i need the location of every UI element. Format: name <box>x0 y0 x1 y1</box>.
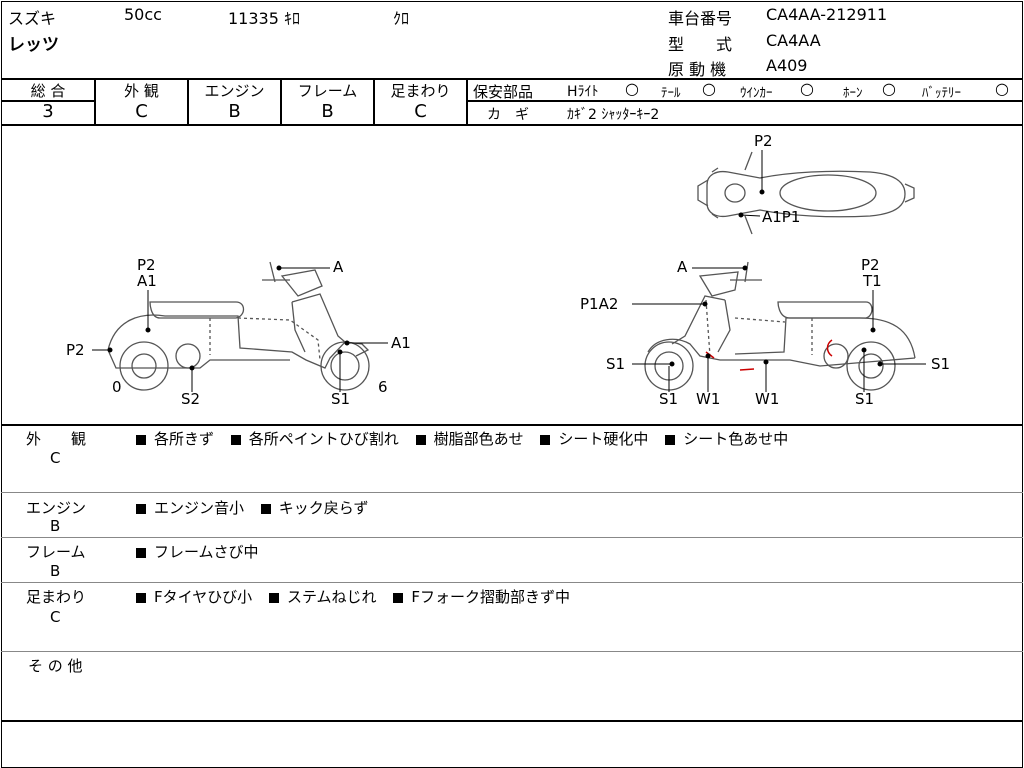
divider <box>466 100 1022 102</box>
frame-no-label: 車台番号 <box>668 9 733 28</box>
list-item: 各所きず <box>136 430 214 448</box>
diagram-label-right-p1a2: P1A2 <box>580 295 619 313</box>
remarks-suspension-grade: C <box>50 608 61 626</box>
divider <box>1 651 1023 652</box>
safety-parts-label: 保安部品 <box>473 83 534 101</box>
scooter-top-view <box>697 151 915 235</box>
safety-headlight-ok-icon: ○ <box>625 79 639 98</box>
safety-horn-ok-icon: ○ <box>882 79 896 98</box>
key-value: ｶｷﾞ2 ｼｬｯﾀｰｷｰ2 <box>567 107 660 123</box>
color: ｸﾛ <box>393 9 410 28</box>
list-item: シート硬化中 <box>540 430 648 448</box>
list-item: キック戻らず <box>260 499 369 517</box>
diagram-label-left-6: 6 <box>378 378 388 396</box>
divider <box>1 100 95 102</box>
engine-grade-label: エンジン <box>204 82 265 100</box>
type-label: 型 式 <box>668 35 733 54</box>
divider <box>94 78 96 125</box>
diagram-label-top-p2: P2 <box>754 132 773 150</box>
engine-model-value: A409 <box>766 56 808 75</box>
safety-horn-label: ﾎｰﾝ <box>843 86 863 101</box>
suspension-grade-label: 足まわり <box>390 82 451 100</box>
safety-tail-ok-icon: ○ <box>702 79 716 98</box>
divider <box>1 424 1023 426</box>
diagram-label-left-s1: S1 <box>331 390 351 408</box>
diagram-label-right-w1-front: W1 <box>696 390 721 408</box>
safety-headlight-label: Hﾗｲﾄ <box>567 84 599 100</box>
displacement: 50cc <box>124 5 162 24</box>
list-item: フレームさび中 <box>136 543 259 561</box>
diagram-label-left-p2: P2 <box>137 256 156 274</box>
exterior-grade-label: 外 観 <box>124 82 159 100</box>
total-grade: 3 <box>42 101 54 122</box>
list-item: シート色あせ中 <box>665 430 788 448</box>
diagram-label-left-front-p2: P2 <box>66 341 85 359</box>
diagram-label-right-a: A <box>677 258 688 276</box>
divider <box>1 78 1023 80</box>
diagram-label-left-a1: A1 <box>137 272 157 290</box>
safety-battery-ok-icon: ○ <box>995 79 1009 98</box>
engine-grade: B <box>228 101 241 122</box>
diagram-label-right-s1-rear: S1 <box>931 355 951 373</box>
divider <box>1 492 1023 493</box>
diagram-label-right-p2: P2 <box>861 256 880 274</box>
safety-battery-label: ﾊﾞｯﾃﾘｰ <box>922 86 961 101</box>
remarks-engine-label: エンジン <box>26 499 87 517</box>
list-item: エンジン音小 <box>136 499 244 517</box>
diagram-label-right-t1: T1 <box>863 272 882 290</box>
scooter-left-view <box>107 261 370 391</box>
list-item: 各所ペイントひび割れ <box>230 430 399 448</box>
model-name: レッツ <box>8 35 59 55</box>
remarks-engine-list: エンジン音小 キック戻らず <box>136 497 381 518</box>
maker: スズキ <box>8 9 57 28</box>
key-label: カ ギ <box>487 107 529 123</box>
list-item: Fフォーク摺動部きず中 <box>393 588 570 606</box>
diagram-label-right-s1-bottom-front: S1 <box>659 390 679 408</box>
frame-grade: B <box>321 101 334 122</box>
list-item: ステムねじれ <box>268 588 377 606</box>
damage-marks <box>705 339 833 371</box>
scooter-right-view <box>644 261 916 391</box>
remarks-exterior-label: 外 観 <box>26 430 87 448</box>
remarks-other-label: そ の 他 <box>28 657 83 675</box>
type-value: CA4AA <box>766 31 821 50</box>
diagram-label-left-a: A <box>333 258 344 276</box>
list-item: Fタイヤひび小 <box>136 588 252 606</box>
safety-tail-label: ﾃｰﾙ <box>661 86 681 101</box>
mileage: 11335 ｷﾛ <box>228 9 300 28</box>
remarks-exterior-list: 各所きず 各所ペイントひび割れ 樹脂部色あせ シート硬化中 シート色あせ中 <box>136 428 800 449</box>
suspension-grade: C <box>414 101 427 122</box>
list-item: 樹脂部色あせ <box>415 430 524 448</box>
remarks-frame-label: フレーム <box>26 543 86 561</box>
diagram-label-left-0: 0 <box>112 378 122 396</box>
diagram-label-right-w1-rear: W1 <box>755 390 780 408</box>
divider <box>1 582 1023 583</box>
safety-winker-label: ｳｲﾝｶｰ <box>740 86 773 101</box>
remarks-frame-grade: B <box>50 562 61 580</box>
diagram-label-top-a1p1: A1P1 <box>762 208 801 226</box>
divider <box>1 537 1023 538</box>
diagram-label-left-s2: S2 <box>181 390 201 408</box>
divider <box>1 124 1023 126</box>
diagram-label-left-rear-a1: A1 <box>391 334 411 352</box>
remarks-suspension-label: 足まわり <box>26 588 87 606</box>
engine-model-label: 原 動 機 <box>668 60 727 79</box>
diagram-label-right-s1-front: S1 <box>606 355 626 373</box>
divider <box>373 78 375 125</box>
damage-diagram <box>92 150 926 392</box>
remarks-exterior-grade: C <box>50 449 61 467</box>
remarks-suspension-list: Fタイヤひび小 ステムねじれ Fフォーク摺動部きず中 <box>136 586 582 607</box>
frame-no: CA4AA-212911 <box>766 5 888 24</box>
remarks-engine-grade: B <box>50 517 61 535</box>
remarks-frame-list: フレームさび中 <box>136 541 271 562</box>
divider <box>280 78 282 125</box>
safety-winker-ok-icon: ○ <box>800 79 814 98</box>
frame-grade-label: フレーム <box>297 82 358 100</box>
total-grade-label: 総 合 <box>30 82 66 100</box>
exterior-grade: C <box>135 101 148 122</box>
diagram-label-right-s1-bottom-rear: S1 <box>855 390 875 408</box>
divider <box>1 720 1023 722</box>
divider <box>187 78 189 125</box>
